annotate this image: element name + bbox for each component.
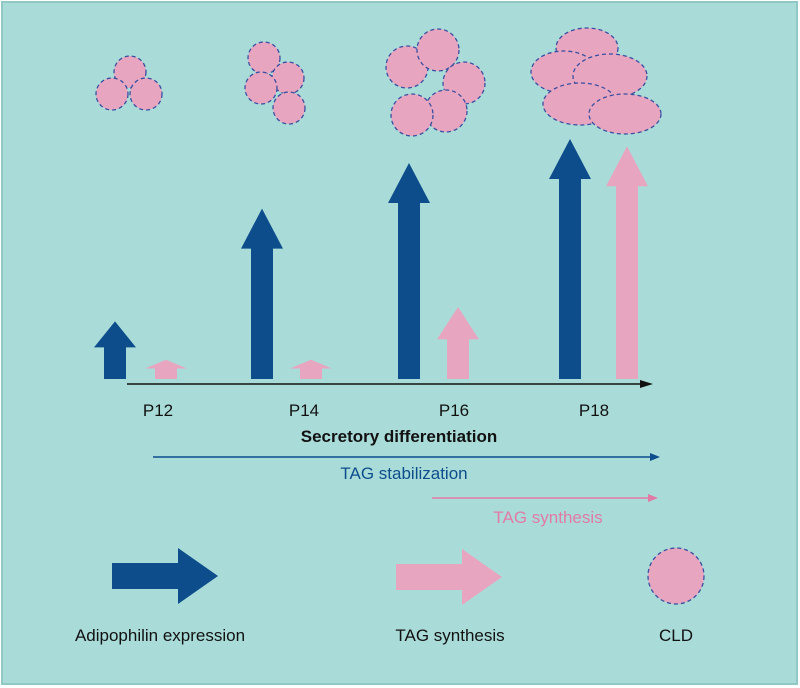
adipophilin-arrow-p16: [388, 163, 430, 379]
legend-adipophilin-arrow-icon: [112, 548, 218, 604]
legend-tag-label: TAG synthesis: [395, 626, 504, 645]
legend-cld-label: CLD: [659, 626, 693, 645]
synthesis-label: TAG synthesis: [493, 508, 602, 527]
lipid-droplet: [390, 93, 434, 137]
stage-label-p18: P18: [579, 401, 609, 420]
axis-title: Secretory differentiation: [301, 427, 498, 446]
adipophilin-arrow-p14: [241, 208, 283, 379]
tag-arrow-p18: [606, 146, 648, 379]
tag-arrow-p14: [290, 359, 332, 379]
lipid-droplet: [129, 77, 163, 111]
adipophilin-arrow-p12: [94, 321, 136, 379]
adipophilin-arrow-p18: [549, 139, 591, 379]
stabilization-arrowhead: [650, 453, 660, 461]
synthesis-arrowhead: [648, 494, 658, 502]
lipid-droplet: [416, 28, 460, 72]
stabilization-label: TAG stabilization: [340, 464, 467, 483]
axis-arrowhead: [640, 380, 653, 388]
lipid-droplet: [588, 93, 662, 135]
droplet-cluster-p14: [244, 41, 306, 125]
tag-arrow-p12: [145, 359, 187, 379]
droplet-cluster-p16: [385, 28, 486, 137]
legend-adipophilin-label: Adipophilin expression: [75, 626, 245, 645]
lipid-droplet: [272, 91, 306, 125]
lipid-droplet: [95, 77, 129, 111]
stage-label-p16: P16: [439, 401, 469, 420]
stage-label-p14: P14: [289, 401, 319, 420]
lipid-droplet: [244, 71, 278, 105]
droplet-cluster-p12: [95, 55, 163, 111]
stage-label-p12: P12: [143, 401, 173, 420]
legend-cld-droplet-icon: [647, 547, 705, 605]
droplet-cluster-p18: [530, 27, 662, 135]
tag-arrow-p16: [437, 307, 479, 379]
legend-tag-arrow-icon: [396, 549, 502, 605]
